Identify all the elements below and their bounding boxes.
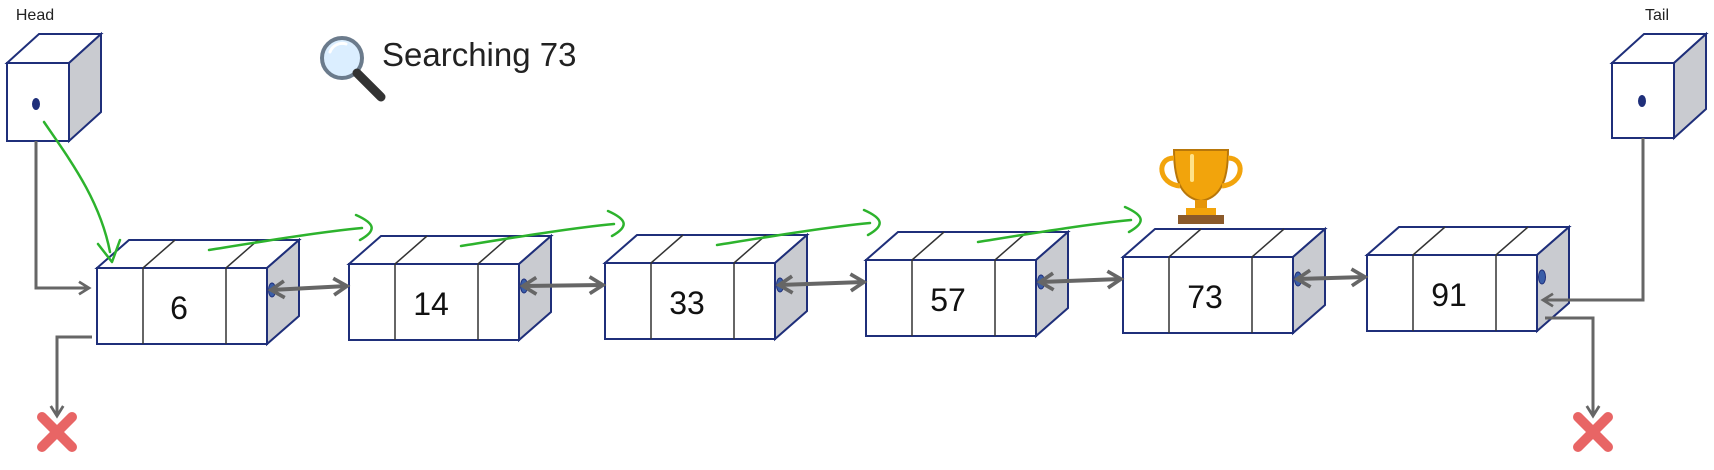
list-node: 57 bbox=[863, 229, 1071, 339]
node-divider bbox=[1495, 226, 1529, 256]
search-status-text: Searching 73 bbox=[382, 36, 576, 73]
tail-pointer-dot bbox=[1638, 95, 1646, 107]
list-node: 91 bbox=[1364, 224, 1572, 334]
node-link-arrow bbox=[519, 275, 607, 296]
node-link-arrow bbox=[1036, 269, 1125, 292]
node-link-arrow bbox=[1293, 267, 1369, 289]
node-top-face bbox=[346, 235, 554, 265]
node-front-face bbox=[865, 259, 1037, 337]
search-path-stroke bbox=[207, 213, 373, 252]
head-label: Head bbox=[16, 7, 54, 24]
node-value: 33 bbox=[669, 285, 705, 321]
node-top-face bbox=[1120, 228, 1328, 258]
list-node: 73 bbox=[1120, 226, 1328, 336]
node-front-face bbox=[96, 267, 268, 345]
node-divider bbox=[911, 231, 945, 261]
node-divider bbox=[1251, 228, 1285, 258]
node-top-face bbox=[94, 239, 302, 269]
search-path-stroke bbox=[715, 208, 881, 247]
node-value: 73 bbox=[1187, 279, 1223, 315]
list-node: 33 bbox=[602, 232, 810, 342]
list-node: 6 bbox=[94, 237, 302, 347]
node-link-arrow bbox=[775, 272, 868, 295]
search-path-stroke bbox=[976, 205, 1142, 244]
search-path-stroke bbox=[42, 120, 122, 264]
head-link-arrow bbox=[34, 141, 92, 296]
head-pointer-dot bbox=[32, 98, 40, 110]
red-x-icon bbox=[37, 412, 77, 452]
node-divider bbox=[1412, 226, 1446, 256]
null-markers-layer bbox=[37, 412, 1613, 452]
head-pointer-box bbox=[4, 31, 104, 144]
next-pointer-dot bbox=[1538, 269, 1546, 285]
list-node: 14 bbox=[346, 233, 554, 343]
tail-link-arrow bbox=[1540, 138, 1645, 308]
next-null-arrow bbox=[1545, 316, 1601, 419]
node-top-face bbox=[1364, 226, 1572, 256]
node-top-face bbox=[602, 234, 810, 264]
node-link-arrow bbox=[267, 276, 351, 300]
tail-pointer-box bbox=[1609, 31, 1709, 141]
node-front-face bbox=[604, 262, 776, 340]
node-top-face bbox=[863, 231, 1071, 261]
node-front-face bbox=[348, 263, 520, 341]
node-value: 57 bbox=[930, 282, 966, 318]
node-value: 14 bbox=[413, 286, 449, 322]
node-front-face bbox=[1122, 256, 1294, 334]
search-path-stroke bbox=[459, 209, 625, 248]
node-divider bbox=[394, 235, 428, 265]
magnifier-icon bbox=[320, 36, 386, 102]
node-divider bbox=[142, 239, 176, 269]
search-path-layer bbox=[42, 120, 1142, 264]
node-divider bbox=[225, 239, 259, 269]
node-divider bbox=[1168, 228, 1202, 258]
connectors-layer bbox=[34, 138, 1645, 419]
node-divider bbox=[477, 235, 511, 265]
red-x-icon bbox=[1573, 412, 1613, 452]
node-divider bbox=[733, 234, 767, 264]
node-divider bbox=[994, 231, 1028, 261]
node-value: 6 bbox=[170, 290, 188, 326]
tail-label: Tail bbox=[1645, 7, 1669, 24]
trophy-icon bbox=[1159, 149, 1243, 224]
node-front-face bbox=[1366, 254, 1538, 332]
nodes-layer: 6 14 33 57 73 91 bbox=[94, 224, 1572, 347]
prev-null-arrow bbox=[49, 335, 92, 419]
node-value: 91 bbox=[1431, 277, 1467, 313]
node-divider bbox=[650, 234, 684, 264]
